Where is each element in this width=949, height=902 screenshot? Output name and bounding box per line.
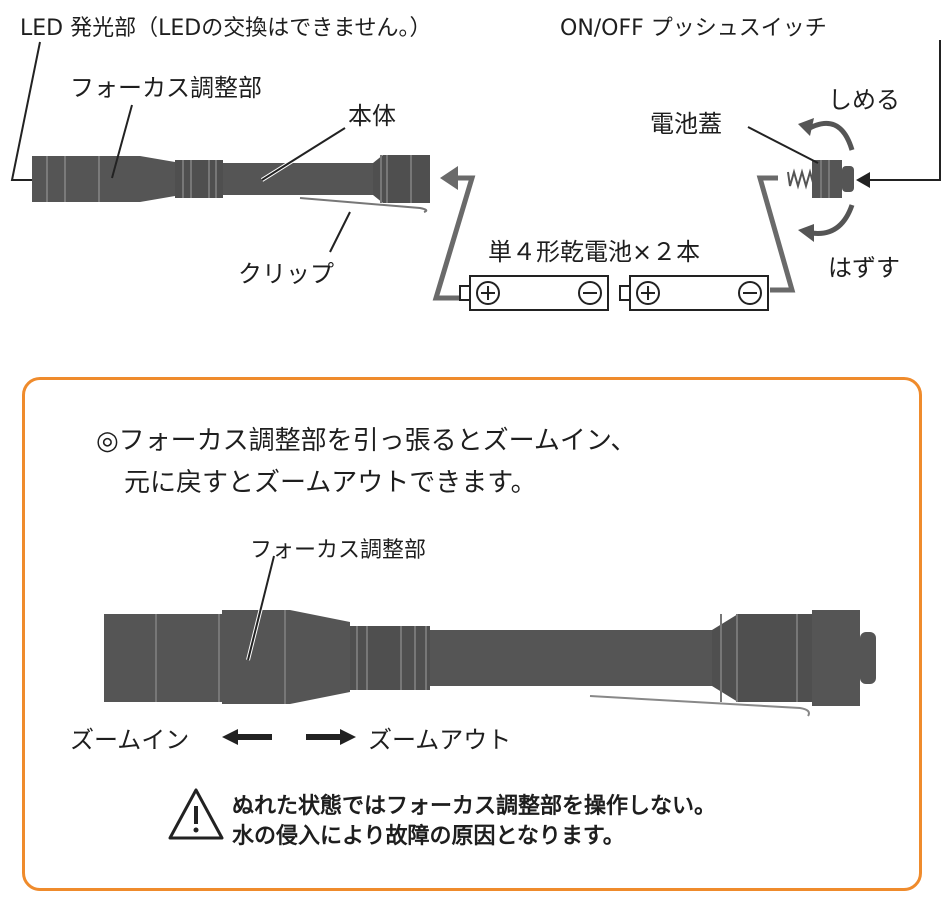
battery-2: [619, 275, 769, 311]
warning-line-2: 水の侵入により故障の原因となります。: [232, 824, 625, 849]
led-leader-line: [10, 41, 41, 181]
zoom-out-label: ズームアウト: [368, 726, 512, 754]
rotate-arrow-icon: [798, 118, 855, 242]
warning-line-1: ぬれた状態ではフォーカス調整部を操作しない。: [232, 794, 717, 819]
flashlight-parts-diagram: [10, 40, 941, 311]
led-label: LED 発光部（LEDの交換はできません。）: [20, 16, 432, 41]
insert-arrow-left: [432, 175, 476, 301]
insert-arrow-right: [756, 175, 796, 293]
note-line-1: ◎フォーカス調整部を引っ張るとズームイン、: [96, 426, 637, 456]
body-label: 本体: [348, 102, 396, 130]
battery-1: [459, 275, 609, 311]
zoom-info-panel: [22, 377, 922, 891]
battery-cap: [787, 160, 854, 198]
note-line-2: 元に戻すとズームアウトできます。: [124, 468, 537, 498]
battery-label: 単４形乾電池×２本: [488, 238, 701, 266]
switch-label: ON/OFF プッシュスイッチ: [560, 16, 827, 41]
zoom-in-label: ズームイン: [70, 726, 190, 754]
flashlight-top: [32, 155, 430, 213]
focus-leader-line: [111, 104, 133, 179]
clip-label: クリップ: [238, 260, 334, 288]
remove-label: はずす: [828, 254, 900, 282]
body-leader-line: [261, 127, 346, 181]
switch-leader-line: [866, 40, 941, 181]
focus-adjust-label: フォーカス調整部: [70, 74, 262, 102]
panel-focus-label: フォーカス調整部: [250, 538, 427, 563]
tighten-label: しめる: [828, 86, 900, 114]
clip-leader-line: [329, 211, 351, 253]
cap-leader-line: [747, 126, 819, 164]
battery-cap-label: 電池蓋: [650, 110, 722, 138]
